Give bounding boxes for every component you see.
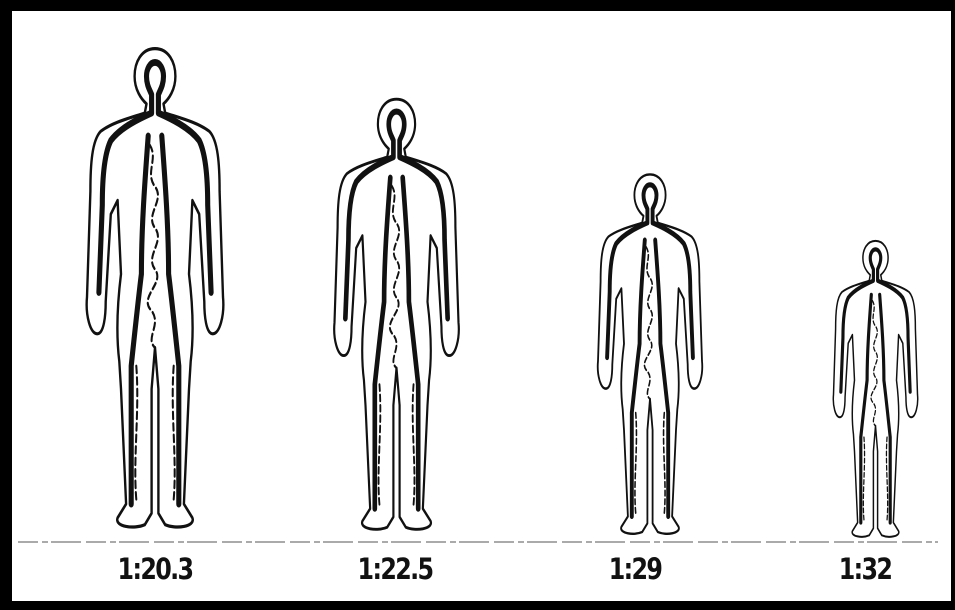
figure-4: [823, 238, 928, 551]
human-figure-silhouette-4: [823, 238, 928, 551]
scale-label-4: 1:32: [799, 552, 930, 586]
figure-2: [319, 95, 474, 550]
human-figure-silhouette-3: [585, 171, 715, 551]
human-figure-silhouette-2: [319, 95, 474, 550]
scale-label-3: 1:29: [569, 552, 700, 586]
figure-1: [70, 44, 240, 550]
figure-3: [585, 171, 715, 551]
scale-label-1: 1:20.3: [89, 552, 220, 586]
scale-label-2: 1:22.5: [329, 552, 460, 586]
human-figure-silhouette-1: [70, 44, 240, 550]
